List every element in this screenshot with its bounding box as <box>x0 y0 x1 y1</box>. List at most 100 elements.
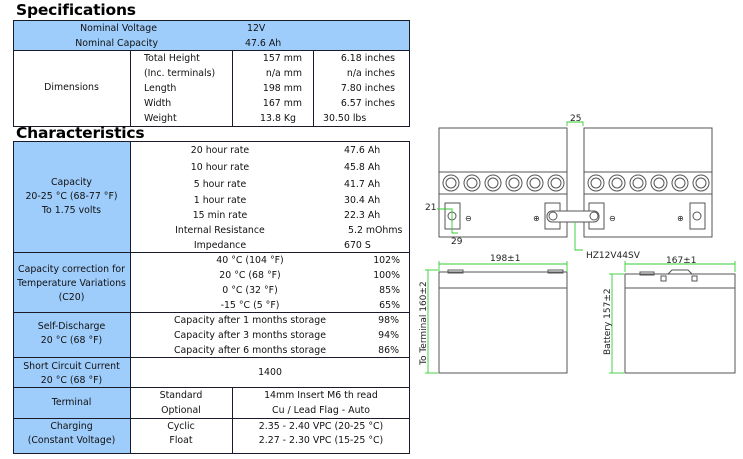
front-view-battery <box>438 271 568 374</box>
dimension-imperial: n/a inches <box>346 68 395 79</box>
correction-percent: 100% <box>373 270 400 281</box>
rate-value: 45.8 Ah <box>344 162 381 173</box>
short-circuit-label: Short Circuit Current <box>23 361 120 372</box>
terminal-type: Standard <box>159 390 203 401</box>
temperature: 40 °C (104 °F) <box>216 255 284 266</box>
handle-slot <box>691 275 698 282</box>
dimension-name: Width <box>144 98 172 109</box>
charging-mode: (Constant Voltage) <box>27 435 116 446</box>
charging-type: Float <box>169 435 193 446</box>
rate-value: 47.6 Ah <box>344 145 381 156</box>
divider <box>13 252 410 253</box>
remaining-capacity: 94% <box>378 330 399 341</box>
dimension-metric: 167 mm <box>262 98 302 109</box>
dim-terminal-y: 29 <box>451 237 463 247</box>
terminal-bolt-icon <box>447 211 457 221</box>
terminal-neg-right <box>588 202 605 230</box>
charging-label: Charging <box>50 421 93 432</box>
dimension-lines <box>425 121 736 374</box>
divider <box>13 312 410 313</box>
link-part-number: HZ12V44SV <box>586 251 641 261</box>
characteristics-heading: Characteristics <box>16 124 145 142</box>
connector-link-bar <box>546 210 600 223</box>
dim-terminal-x: 21 <box>425 203 436 213</box>
terminal-stub <box>547 269 564 274</box>
temp-correction-label-3: (C20) <box>58 292 85 303</box>
dimensions-table <box>13 50 410 127</box>
characteristics-table <box>13 141 410 454</box>
dimension-imperial: 7.80 inches <box>340 83 395 94</box>
storage-period: Capacity after 6 months storage <box>174 345 326 356</box>
terminal-label: Terminal <box>51 397 92 408</box>
dimension-imperial: 6.57 inches <box>340 98 395 109</box>
temp-correction-label: Capacity correction for <box>18 264 125 275</box>
dimension-imperial: 30.50 lbs <box>323 113 367 124</box>
label-column-fill <box>14 142 130 453</box>
rate-name: Internal Resistance <box>175 225 265 236</box>
short-circuit-condition: 20 °C (68 °F) <box>40 375 103 386</box>
charging-voltage: 2.35 - 2.40 VPC (20-25 °C) <box>258 421 384 432</box>
remaining-capacity: 86% <box>378 345 399 356</box>
terminal-stub <box>447 269 464 274</box>
dim-to-terminal: To Terminal 160±2 <box>419 281 429 366</box>
negative-terminal-icon: ⊖ <box>609 214 616 223</box>
dimension-metric: 13.8 Kg <box>260 113 296 124</box>
rate-name: 15 min rate <box>192 210 248 221</box>
specifications-heading: Specifications <box>16 1 136 19</box>
link-bolt-icon <box>548 211 558 221</box>
terminal-type: Optional <box>161 405 201 416</box>
terminal-description: 14mm Insert M6 th read <box>264 390 378 401</box>
divider <box>13 418 410 419</box>
vent-caps-right <box>587 174 710 192</box>
correction-percent: 85% <box>379 285 400 296</box>
dimension-metric: 198 mm <box>262 83 302 94</box>
rate-name: Impedance <box>193 240 247 251</box>
divider <box>13 387 410 388</box>
rate-name: 5 hour rate <box>193 179 247 190</box>
positive-terminal-icon: ⊕ <box>533 214 540 223</box>
link-bolt-icon <box>589 211 599 221</box>
top-view-right-battery <box>583 127 713 238</box>
terminal-stub <box>639 271 655 276</box>
storage-period: Capacity after 3 months storage <box>174 330 326 341</box>
dimension-metric: n/a mm <box>265 68 302 79</box>
terminal-neg-left <box>444 202 461 230</box>
charging-type: Cyclic <box>167 421 195 432</box>
remaining-capacity: 98% <box>378 315 399 326</box>
dim-link-gap: 25 <box>570 114 581 124</box>
temperature: 20 °C (68 °F) <box>219 270 281 281</box>
temp-correction-label-2: Temperature Variations <box>17 278 126 289</box>
terminal-description: Cu / Lead Flag - Auto <box>272 405 370 416</box>
nominal-voltage-value: 12V <box>247 23 266 34</box>
rate-value: 30.4 Ah <box>344 195 381 206</box>
charging-voltage: 2.27 - 2.30 VPC (15-25 °C) <box>258 435 384 446</box>
handle <box>667 269 693 275</box>
rate-value: 670 S <box>344 240 371 251</box>
dim-length: 198±1 <box>490 254 520 264</box>
self-discharge-condition: 20 °C (68 °F) <box>40 335 103 346</box>
correction-percent: 65% <box>379 300 400 311</box>
capacity-condition: 20-25 °C (68-77 °F) <box>25 191 118 202</box>
terminal-bolt-icon <box>692 211 702 221</box>
dim-battery-height: Battery 157±2 <box>603 288 613 355</box>
negative-terminal-icon: ⊖ <box>465 214 472 223</box>
divider <box>232 50 233 127</box>
temperature: 0 °C (32 °F) <box>222 285 278 296</box>
capacity-endpoint: To 1.75 volts <box>41 205 102 216</box>
vent-caps-left <box>442 174 565 192</box>
divider <box>313 50 314 127</box>
short-circuit-value: 1400 <box>258 367 282 378</box>
positive-terminal-icon: ⊕ <box>677 214 684 223</box>
temperature: -15 °C (5 °F) <box>220 300 280 311</box>
top-view-left-battery <box>438 127 568 238</box>
divider <box>13 357 410 358</box>
rate-name: 20 hour rate <box>190 145 250 156</box>
rate-name: 1 hour rate <box>193 195 247 206</box>
dimensions-label: Dimensions <box>44 82 99 93</box>
rate-value: 41.7 Ah <box>344 179 381 190</box>
nominal-voltage-label: Nominal Voltage <box>80 23 157 34</box>
rate-value: 5.2 mOhms <box>348 225 403 236</box>
dimension-imperial: 6.18 inches <box>340 53 395 64</box>
capacity-label: Capacity <box>51 177 92 188</box>
dimension-name: Weight <box>144 113 177 124</box>
